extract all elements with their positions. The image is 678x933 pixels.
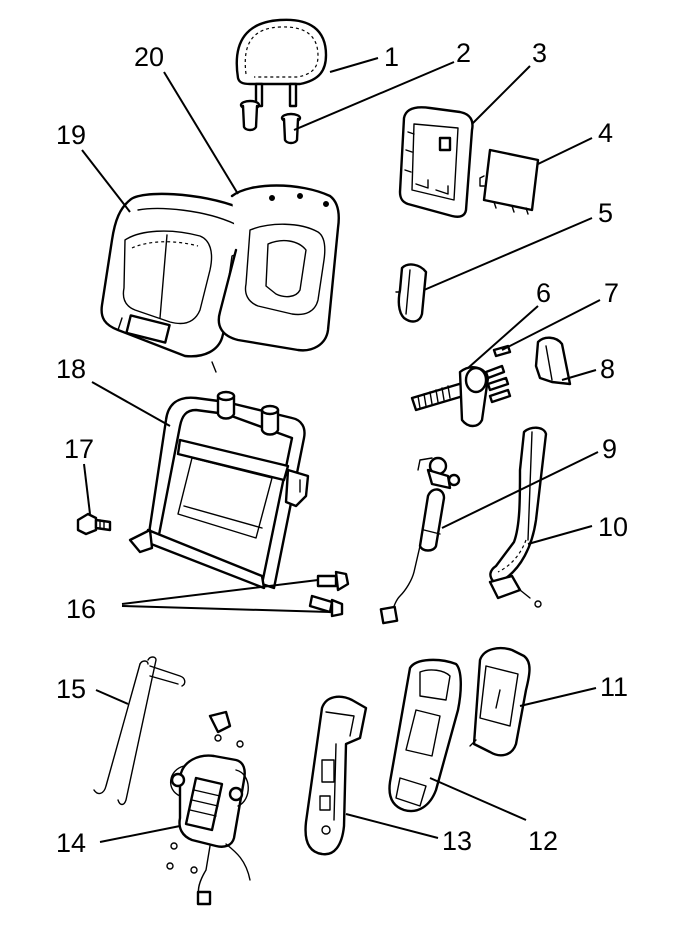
callout-2: 2: [456, 38, 471, 68]
part-lumbar-assembly: [166, 710, 251, 906]
callout-9: 9: [602, 434, 617, 464]
leader-7: [501, 299, 601, 351]
part-panel: [479, 148, 540, 215]
callout-6: 6: [536, 278, 551, 308]
part-side-shield: [304, 695, 368, 856]
part-headrest-guides: [239, 99, 302, 145]
part-wire-rods: [93, 656, 186, 806]
callout-8: 8: [600, 354, 615, 384]
callout-17: 17: [64, 434, 94, 464]
leader-lines: [81, 57, 601, 843]
callout-19: 19: [56, 120, 86, 150]
callout-20: 20: [134, 42, 164, 72]
leader-16b: [121, 605, 331, 613]
part-seat-belt: [488, 426, 548, 608]
callout-11: 11: [600, 672, 628, 702]
callout-14: 14: [56, 828, 86, 858]
leader-3: [471, 65, 531, 125]
leader-16a: [121, 579, 319, 605]
part-bolt: [76, 512, 112, 536]
part-seat-back-cover: [100, 192, 252, 373]
leader-12: [429, 777, 527, 821]
callout-3: 3: [532, 38, 547, 68]
callout-18: 18: [56, 354, 86, 384]
callout-7: 7: [604, 278, 619, 308]
callout-13: 13: [442, 826, 472, 856]
leader-18: [91, 381, 171, 427]
leader-2: [293, 61, 455, 131]
part-bracket-cover: [534, 336, 572, 386]
callout-10: 10: [598, 512, 628, 542]
part-belt-pretensioner: [379, 456, 461, 625]
leader-13: [345, 813, 439, 839]
leader-1: [329, 57, 379, 73]
leader-5: [423, 217, 593, 291]
leader-19: [81, 149, 131, 213]
callout-5: 5: [598, 198, 613, 228]
leader-4: [537, 137, 593, 165]
part-seat-back-frame: [128, 390, 310, 590]
leader-15: [95, 689, 129, 705]
leader-20: [163, 71, 239, 195]
leader-8: [561, 369, 597, 381]
part-trim-piece: [469, 646, 531, 757]
leader-14: [99, 825, 181, 843]
callout-12: 12: [528, 826, 558, 856]
part-trim-clip: [395, 263, 428, 323]
leader-11: [519, 687, 597, 707]
part-bolts: [308, 570, 350, 618]
callout-4: 4: [598, 118, 613, 148]
part-recliner-mechanism: [410, 344, 512, 428]
part-headrest: [235, 18, 328, 108]
part-side-trim: [388, 658, 462, 813]
leader-17: [83, 463, 91, 515]
callout-labels: 1 2 3 4 5 6 7 8 9 10 11 12 13 14 15 16 1…: [56, 38, 628, 858]
callout-16: 16: [66, 594, 96, 624]
part-seat-back-pad: [217, 184, 340, 352]
leader-10: [527, 525, 593, 545]
callout-1: 1: [384, 42, 399, 72]
part-back-panel-frame: [398, 106, 474, 218]
leader-6: [467, 305, 539, 369]
leader-9: [441, 451, 599, 529]
callout-15: 15: [56, 674, 86, 704]
